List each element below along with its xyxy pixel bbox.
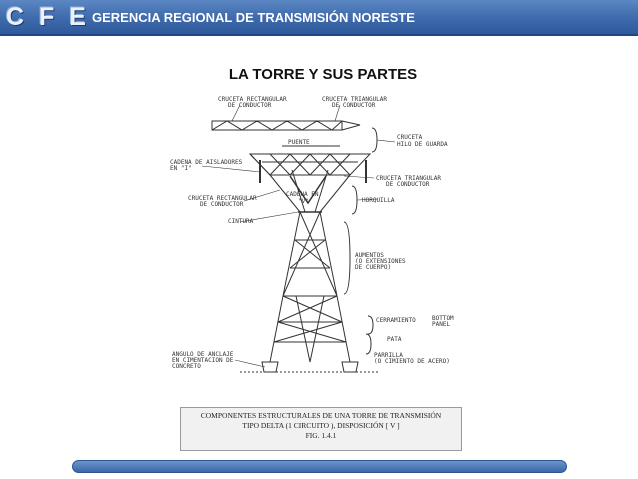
label-cadena-v-1: CADENA EN xyxy=(286,191,319,198)
label-cruceta-rect-top-2: DE CONDUCTOR xyxy=(228,102,272,109)
label-pata: PATA xyxy=(387,336,402,343)
label-cruceta-tri-top-2: DE CONDUCTOR xyxy=(332,102,376,109)
figure-caption: COMPONENTES ESTRUCTURALES DE UNA TORRE D… xyxy=(180,407,462,451)
label-bottom-2: PANEL xyxy=(432,321,450,328)
top-crossarm-tip xyxy=(341,120,361,131)
footer-bar xyxy=(72,460,567,473)
brace-bottom xyxy=(367,315,374,335)
label-aumentos-3: DE CUERPO) xyxy=(355,264,391,271)
label-parrilla-2: (O CIMIENTO DE ACERO) xyxy=(374,358,450,365)
label-aumentos-2: (O EXTENSIONES xyxy=(355,258,406,265)
label-aumentos-1: AUMENTOS xyxy=(355,252,384,259)
caption-line-2: TIPO DELTA (1 CIRCUITO ), DISPOSICIÓN [ … xyxy=(242,421,400,430)
brace-pata xyxy=(365,333,372,355)
tower-body xyxy=(282,211,338,297)
label-cruceta-rect-top-1: CRUCETA RECTANGULAR xyxy=(218,96,287,103)
label-angulo-1: ANGULO DE ANCLAJE xyxy=(172,351,234,358)
label-puente: PUENTE xyxy=(288,139,310,146)
leader-lines xyxy=(201,104,396,368)
label-parrilla-1: PARRILLA xyxy=(374,352,403,359)
label-cerramiento: CERRAMIENTO xyxy=(376,317,416,324)
top-crossarm xyxy=(211,120,343,131)
foundation-right xyxy=(341,361,359,373)
label-hilo-1: CRUCETA xyxy=(397,134,423,141)
caption-line-1: COMPONENTES ESTRUCTURALES DE UNA TORRE D… xyxy=(200,411,442,420)
label-cadena-i-1: CADENA DE AISLADORES xyxy=(170,159,243,166)
brace-hilo xyxy=(371,127,378,153)
brace-horquilla xyxy=(351,185,358,215)
insulator-v xyxy=(289,175,327,205)
label-horquilla: HORQUILLA xyxy=(362,197,395,204)
label-cruceta-tri-right-1: CRUCETA TRIANGULAR xyxy=(376,175,441,182)
caption-line-3: FIG. 1.4.1 xyxy=(305,431,337,440)
label-hilo-2: HILO DE GUARDA xyxy=(397,141,448,148)
label-cadena-i-2: EN "I" xyxy=(170,165,192,172)
label-bottom-1: BOTTOM xyxy=(432,315,454,322)
label-cruceta-rect-left-1: CRUCETA RECTANGULAR xyxy=(188,195,257,202)
main-crossarm-lattice xyxy=(249,153,370,176)
label-angulo-3: CONCRETO xyxy=(172,363,201,370)
cfe-logo: C F E xyxy=(6,3,90,31)
label-cruceta-tri-right-2: DE CONDUCTOR xyxy=(386,181,430,188)
label-cruceta-rect-left-2: DE CONDUCTOR xyxy=(200,201,244,208)
label-angulo-2: EN CIMENTACION DE xyxy=(172,357,234,364)
tower-legs xyxy=(269,295,351,363)
brace-aumentos xyxy=(343,221,351,295)
upper-cage xyxy=(269,169,351,213)
label-cadena-v-2: "V" xyxy=(298,198,309,205)
header-title: GERENCIA REGIONAL DE TRANSMISIÓN NORESTE xyxy=(92,10,415,25)
main-crossarm xyxy=(248,153,372,176)
header-bar: C F E GERENCIA REGIONAL DE TRANSMISIÓN N… xyxy=(0,0,638,36)
slide-title: LA TORRE Y SUS PARTES xyxy=(228,66,418,83)
label-cintura: CINTURA xyxy=(228,218,254,225)
label-cruceta-tri-top-1: CRUCETA TRIANGULAR xyxy=(322,96,387,103)
